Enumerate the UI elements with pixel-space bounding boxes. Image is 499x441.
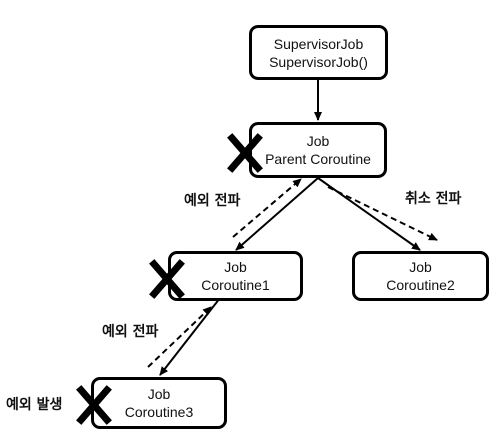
supervisor-node-line2: SupervisorJob() <box>269 53 368 70</box>
label-cancel-propagation: 취소 전파 <box>405 191 462 207</box>
coroutine3-node-line1: Job <box>147 386 171 402</box>
coroutine1-node: Job Coroutine1 <box>168 251 303 301</box>
coroutine2-node-line1: Job <box>409 259 432 275</box>
dashed-exception-propagation-upper <box>232 178 302 238</box>
coroutine3-node-line2: Coroutine3 <box>124 404 194 420</box>
edge-coroutine1-to-coroutine3 <box>159 297 221 376</box>
dashed-cancel-propagation <box>327 186 438 241</box>
label-exception-occurred: 예외 발생 <box>6 397 63 413</box>
dashed-exception-propagation-lower <box>147 306 212 368</box>
label-exception-propagation-lower: 예외 전파 <box>102 324 159 340</box>
parent-node-line1: Job <box>306 133 330 149</box>
coroutine2-node-line2: Coroutine2 <box>386 277 455 293</box>
coroutine3-node: Job Coroutine3 <box>91 377 227 429</box>
parent-coroutine-node: Job Parent Coroutine <box>249 122 387 178</box>
parent-node-line2: Parent Coroutine <box>265 151 371 167</box>
coroutine1-node-line2: Coroutine1 <box>201 277 270 293</box>
edge-parent-to-coroutine1 <box>235 177 319 251</box>
edge-parent-to-coroutine2 <box>317 177 421 251</box>
coroutine1-node-line1: Job <box>224 259 247 275</box>
supervisor-job-node: SupervisorJob SupervisorJob() <box>249 25 388 80</box>
label-exception-propagation-upper: 예외 전파 <box>184 193 241 209</box>
supervisor-node-line1: SupervisorJob <box>273 35 364 52</box>
coroutine2-node: Job Coroutine2 <box>352 251 489 301</box>
